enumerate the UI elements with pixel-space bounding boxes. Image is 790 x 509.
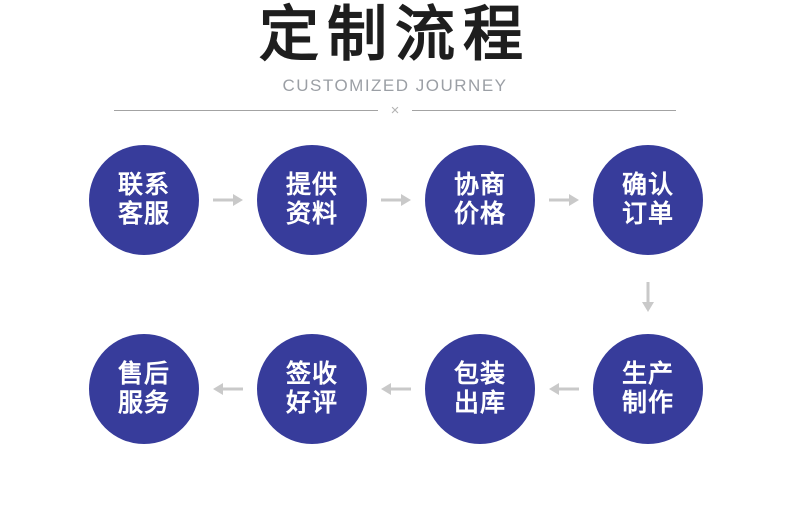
flow-step-label-line1: 协商 <box>453 170 506 199</box>
arrow-down-icon <box>642 282 654 312</box>
flow-step-confirm-order: 确认 订单 <box>593 145 703 255</box>
divider-line-left <box>114 110 378 111</box>
flow-step-label-line2: 资料 <box>285 200 338 228</box>
flow-step-label-line1: 签收 <box>285 359 338 388</box>
flow-step-packing-shipping: 包装 出库 <box>425 334 535 444</box>
flow-step-after-sales: 售后 服务 <box>89 334 199 444</box>
page-title: 定制流程 <box>259 1 531 68</box>
flow-step-label-line1: 确认 <box>621 170 674 199</box>
page-subtitle: CUSTOMIZED JOURNEY <box>282 76 508 95</box>
flow-step-label-line1: 包装 <box>453 359 506 388</box>
flow-step-label-line1: 售后 <box>117 359 170 388</box>
divider: × <box>114 102 677 119</box>
flow-step-label-line2: 好评 <box>285 389 338 417</box>
flow-step-provide-materials: 提供 资料 <box>257 145 367 255</box>
flow-step-label-line2: 客服 <box>117 200 170 228</box>
flow-step-negotiate-price: 协商 价格 <box>425 145 535 255</box>
flow-step-label-line2: 制作 <box>621 389 674 417</box>
flow-step-label-line1: 联系 <box>117 170 170 199</box>
flow-step-label-line2: 订单 <box>621 200 674 228</box>
arrow-left-icon <box>213 383 243 395</box>
arrow-right-icon <box>213 194 243 206</box>
arrow-left-icon <box>381 383 411 395</box>
flow-step-label-line2: 服务 <box>117 389 170 417</box>
flow-step-label-line2: 价格 <box>453 200 506 228</box>
flow-step-sign-review: 签收 好评 <box>257 334 367 444</box>
flow-step-production: 生产 制作 <box>593 334 703 444</box>
arrow-right-icon <box>381 194 411 206</box>
arrow-left-icon <box>549 383 579 395</box>
flow-step-label-line1: 生产 <box>621 359 674 388</box>
flow-step-label-line1: 提供 <box>285 170 338 199</box>
divider-line-right <box>412 110 677 111</box>
flow-step-label-line2: 出库 <box>453 389 506 417</box>
arrow-right-icon <box>549 194 579 206</box>
x-mark-icon: × <box>390 102 400 119</box>
flow-step-contact-service: 联系 客服 <box>89 145 199 255</box>
